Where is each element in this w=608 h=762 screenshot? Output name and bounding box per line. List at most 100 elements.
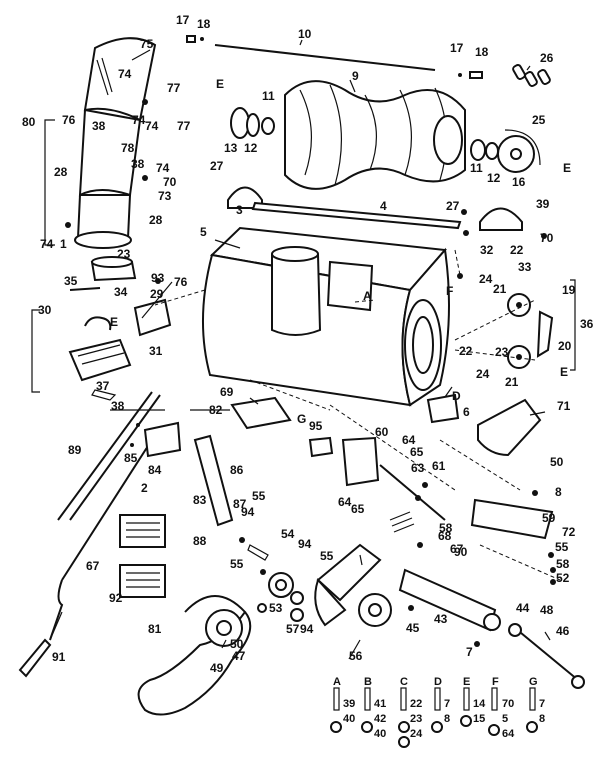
part-callout: 71 [557,399,571,413]
part-callout: 34 [114,285,128,299]
part-callout: 31 [149,344,163,358]
control-rods [49,391,161,641]
part-callout: 64 [338,495,352,509]
part-callout: 67 [450,542,464,556]
chute-crank-assembly [31,256,172,401]
hardware-part-number: 41 [374,698,386,710]
part-callout: 82 [209,403,223,417]
part-callout: 56 [349,649,363,663]
part-callout: 74 [118,67,132,81]
part-callout: 18 [197,17,211,31]
hardware-part-number: 23 [410,713,422,725]
part-callout: 73 [158,189,172,203]
pivot-bracket [143,421,182,458]
part-callout: 74 [156,161,170,175]
idler-bracket [536,310,554,358]
part-callout: A [363,289,372,303]
part-callout: 52 [556,571,570,585]
assembly-lines [154,249,561,581]
washer [290,591,304,605]
part-callout: 55 [555,540,569,554]
part-callout: 54 [281,527,295,541]
part-callout: 5 [200,225,207,239]
part-callout: 17 [176,13,190,27]
hardware-part-number: 8 [444,713,450,725]
part-callout: 36 [580,317,594,331]
bearing [485,142,499,160]
part-callout: 86 [230,463,244,477]
part-callout: 38 [131,157,145,171]
fastener-dots [65,37,556,647]
pin [186,35,196,43]
chain-links [512,64,551,87]
idler-pulley [268,572,294,598]
part-callout: 92 [109,591,123,605]
hardware-pictograms [330,687,538,748]
part-callout: 50 [550,455,564,469]
part-callout: 19 [562,283,576,297]
part-callout: 89 [68,443,82,457]
mounting-bracket [341,436,380,487]
part-callout: 35 [64,274,78,288]
part-callout: 65 [351,502,365,516]
part-callout: 6 [463,405,470,419]
belt-guard [477,398,542,457]
hardware-part-number: 40 [374,728,386,740]
assembly-bracket-line [570,279,576,371]
hardware-part-number: 7 [444,698,450,710]
shift-rod [514,627,585,689]
part-callout: 2 [141,481,148,495]
bearing-housing [479,207,523,231]
scraper-bar [251,201,462,230]
part-callout: 50 [230,637,244,651]
skid-plate [230,396,292,430]
part-callout: 64 [402,433,416,447]
part-callout: 12 [487,171,501,185]
part-callout: 28 [54,165,68,179]
part-callout: 37 [96,379,110,393]
part-callout: 75 [140,37,154,51]
part-callout: 74 [132,113,146,127]
part-callout: 39 [536,197,550,211]
part-callout: 7 [466,645,473,659]
bearing [470,139,486,161]
hardware-part-number: 15 [473,713,485,725]
part-callout: 27 [210,159,224,173]
hardware-group-letter: F [492,676,499,688]
part-callout: 80 [22,115,36,129]
part-callout: 26 [540,51,554,65]
part-callout: 84 [148,463,162,477]
part-callout: 65 [410,445,424,459]
part-callout: 1 [60,237,67,251]
part-callout: 69 [220,385,234,399]
part-callout: 47 [232,649,246,663]
part-callout: 24 [479,272,493,286]
hardware-part-number: 40 [343,713,355,725]
spring [389,511,415,533]
bearing [261,117,275,135]
part-callout: 70 [540,231,554,245]
part-callout: 10 [298,27,312,41]
part-callout: 20 [558,339,572,353]
part-callout: 22 [459,344,473,358]
impeller [314,543,392,627]
discharge-chute [74,37,157,249]
part-callout: 77 [167,81,181,95]
part-callout: 30 [38,303,52,317]
leader-lines [110,39,551,660]
hardware-part-number: 24 [410,728,423,740]
hardware-group-letter: D [434,676,442,688]
part-callout: 32 [480,243,494,257]
part-callout: 28 [149,213,163,227]
part-callout: 76 [62,113,76,127]
part-callout: E [563,161,571,175]
part-callout: 24 [476,367,490,381]
part-callout: 88 [193,534,207,548]
hardware-part-number: 5 [502,713,508,725]
bushing [508,623,522,637]
part-callout: E [560,365,568,379]
part-callout: 4 [380,199,387,213]
part-callout: 45 [406,621,420,635]
part-callout: 76 [174,275,188,289]
